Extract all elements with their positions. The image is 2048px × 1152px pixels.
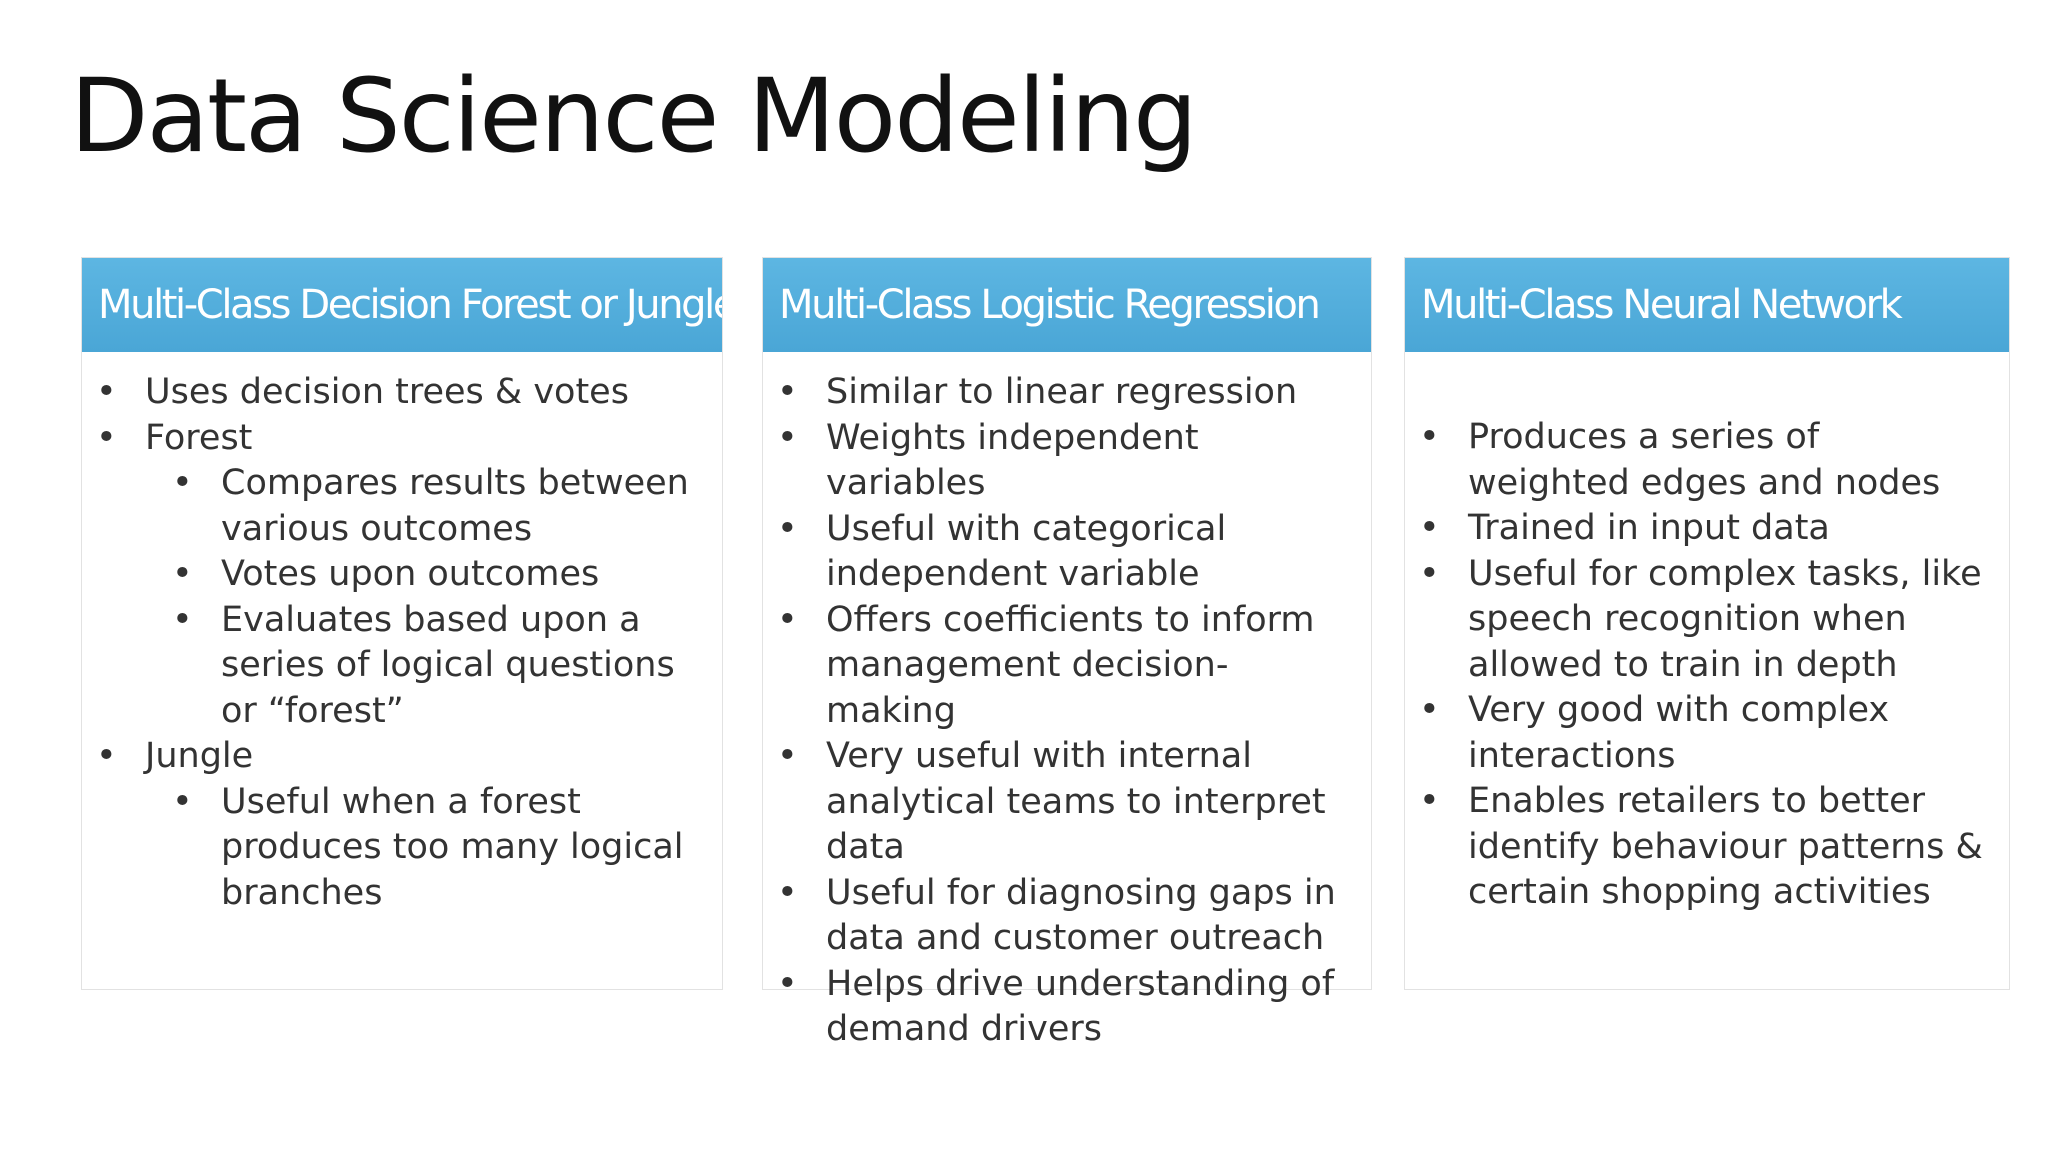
bullet-icon: •	[777, 872, 798, 913]
sub-list-item: • Compares results between various outcom…	[82, 461, 698, 552]
panel-body: • Produces a series of weighted edges and…	[1405, 352, 2009, 916]
list-item-text: Helps drive understanding of demand driv…	[826, 963, 1335, 1050]
list-item: • Useful with categorical independent var…	[763, 507, 1347, 598]
bullet-icon: •	[777, 508, 798, 549]
list-item-text: Forest	[145, 417, 253, 458]
panel-body: • Uses decision trees & votes • Forest • Co…	[82, 352, 722, 916]
bullet-icon: •	[1419, 417, 1440, 457]
list-item-text: Useful for diagnosing gaps in data and c…	[826, 872, 1336, 959]
list-item: • Forest	[82, 416, 698, 462]
list-item: • Trained in input data	[1405, 506, 1985, 552]
panel-header: Multi-Class Logistic Regression	[763, 258, 1371, 352]
list-item: • Very good with complex interactions	[1405, 688, 1985, 779]
list-item-text: Very good with complex interactions	[1468, 690, 1890, 776]
list-item-text: Uses decision trees & votes	[145, 372, 629, 412]
list-item: • Produces a series of weighted edges and…	[1405, 415, 1985, 506]
list-item-text: Trained in input data	[1468, 508, 1830, 548]
list-item-text: Useful when a forest produces too many l…	[221, 781, 684, 913]
sub-list-item: • Votes upon outcomes	[82, 552, 698, 598]
panel-neural-network: Multi-Class Neural Network • Produces a s…	[1404, 257, 2010, 990]
bullet-icon: •	[96, 736, 117, 776]
bullet-icon: •	[1419, 781, 1440, 821]
list-item-text: Enables retailers to better identify beh…	[1468, 781, 1983, 912]
bullet-list: • Uses decision trees & votes • Forest • Co…	[82, 370, 698, 916]
bullet-icon: •	[172, 781, 193, 822]
panel-header: Multi-Class Decision Forest or Jungle	[82, 258, 722, 352]
bullet-list: • Similar to linear regression • Weights i…	[763, 370, 1347, 1053]
bullet-icon: •	[777, 963, 798, 1004]
list-item-text: Useful for complex tasks, like speech re…	[1468, 553, 1982, 685]
list-item-text: Useful with categorical independent vari…	[826, 508, 1227, 595]
bullet-icon: •	[1419, 690, 1440, 730]
list-item: • Weights independent variables	[763, 416, 1347, 507]
list-item-text: Jungle	[145, 736, 254, 776]
bullet-icon: •	[96, 417, 117, 458]
list-item: • Offers coefficients to inform managemen…	[763, 598, 1347, 735]
list-item: • Useful for complex tasks, like speech r…	[1405, 552, 1985, 689]
list-item-text: Offers coefficients to inform management…	[826, 599, 1315, 731]
list-item: • Helps drive understanding of demand dri…	[763, 962, 1347, 1053]
list-item: • Enables retailers to better identify be…	[1405, 779, 1985, 916]
sub-list-item: • Evaluates based upon a series of logica…	[82, 598, 698, 735]
bullet-icon: •	[1419, 553, 1440, 594]
bullet-icon: •	[172, 599, 193, 640]
list-item-text: Weights independent variables	[826, 417, 1199, 504]
list-item: • Uses decision trees & votes	[82, 370, 698, 416]
list-item-text: Very useful with internal analytical tea…	[826, 736, 1326, 867]
bullet-icon: •	[777, 417, 798, 458]
bullet-icon: •	[777, 372, 798, 412]
bullet-icon: •	[1419, 508, 1440, 548]
list-item: • Similar to linear regression	[763, 370, 1347, 416]
bullet-icon: •	[172, 554, 193, 594]
bullet-icon: •	[777, 599, 798, 640]
bullet-icon: •	[96, 372, 117, 412]
panel-logistic-regression: Multi-Class Logistic Regression • Similar…	[762, 257, 1372, 1049]
bullet-icon: •	[172, 463, 193, 503]
panel-header: Multi-Class Neural Network	[1405, 258, 2009, 352]
list-item-text: Votes upon outcomes	[221, 554, 600, 594]
list-item-text: Compares results between various outcome…	[221, 463, 689, 549]
list-item: • Jungle	[82, 734, 698, 780]
list-item-text: Produces a series of weighted edges and …	[1468, 417, 1941, 503]
bullet-icon: •	[777, 736, 798, 776]
panel-body: • Similar to linear regression • Weights i…	[763, 352, 1371, 1053]
list-item: • Useful for diagnosing gaps in data and …	[763, 871, 1347, 962]
list-item-text: Evaluates based upon a series of logical…	[221, 599, 675, 731]
slide-title: Data Science Modeling	[70, 57, 1198, 176]
bullet-list: • Produces a series of weighted edges and…	[1405, 415, 1985, 916]
sub-list-item: • Useful when a forest produces too many …	[82, 780, 698, 917]
list-item: • Very useful with internal analytical te…	[763, 734, 1347, 871]
list-item-text: Similar to linear regression	[826, 372, 1298, 412]
panel-decision-forest: Multi-Class Decision Forest or Jungle • U…	[81, 257, 723, 990]
